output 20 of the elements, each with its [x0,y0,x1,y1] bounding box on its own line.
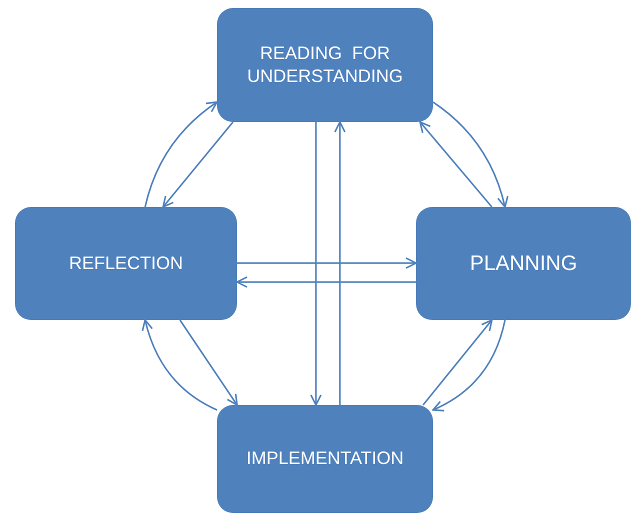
arrow [310,122,322,406]
arrow [432,101,508,208]
stage-label: PLANNING [470,250,578,277]
arrow [144,101,218,208]
arrow [162,122,234,208]
arrow [236,276,416,288]
arrow [142,319,218,411]
arrow [432,320,506,412]
arrow [419,121,492,208]
stage-box [416,207,631,320]
stage-label: READING FOR UNDERSTANDING [246,42,404,88]
stage-box [217,8,433,122]
arrow [179,320,238,406]
stage-box [15,207,237,320]
stage-label: IMPLEMENTATION [246,447,404,470]
stage-box [217,405,433,513]
arrow [422,319,493,406]
arrow [334,121,346,405]
arrow [237,257,417,269]
stage-label: REFLECTION [68,252,183,275]
